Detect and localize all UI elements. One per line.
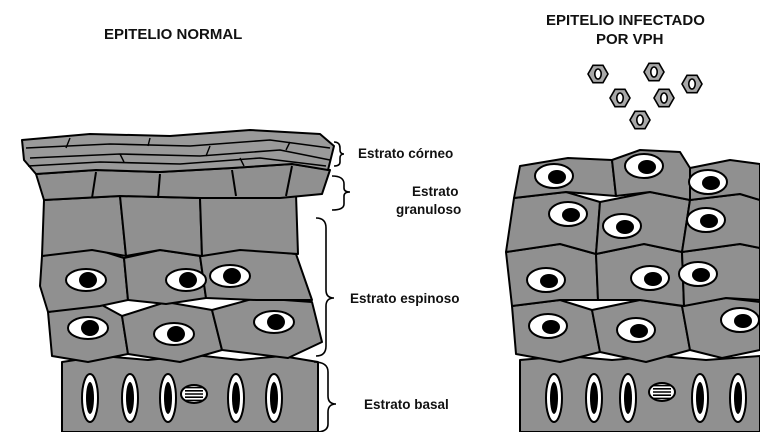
basal-nucleus [232,382,240,414]
basal-nucleus [696,382,704,414]
bracket-corneo [334,142,344,166]
nucleus [66,269,106,291]
virus-particles [588,63,702,128]
koilocyte [631,266,669,290]
basal-nucleus [270,382,278,414]
koilocyte [529,314,567,338]
nucleus-core [267,314,285,330]
basal-cell [692,374,708,422]
basal-cell [122,374,138,422]
koilocyte [535,164,573,188]
basal-cell [160,374,176,422]
nucleus [154,323,194,345]
hexagon-virus-icon [630,111,650,128]
title-normal: EPITELIO NORMAL [104,26,242,44]
basal-nucleus [164,382,172,414]
basal-cell [82,374,98,422]
koilocyte [679,262,717,286]
bracket-granuloso [332,176,350,210]
normal-granular-cell [200,194,298,256]
nucleus [210,265,250,287]
label-basal: Estrato basal [364,396,449,414]
koilocyte-nucleus [734,314,752,328]
koilocyte [721,308,759,332]
label-granuloso-line1: Estrato [412,183,459,201]
nucleus-core [179,272,197,288]
hexagon-virus-icon [588,65,608,82]
nucleus [254,311,294,333]
title-infected-line1: EPITELIO INFECTADO [546,12,705,30]
label-espinoso: Estrato espinoso [350,290,460,308]
koilocyte-nucleus [638,160,656,174]
virus-core [595,69,601,79]
koilocyte-nucleus [702,176,720,190]
koilocyte-nucleus [540,274,558,288]
basal-cell [620,374,636,422]
koilocyte [687,208,725,232]
basal-nucleus [734,382,742,414]
title-infected-line2: POR VPH [596,31,664,49]
basal-cell [546,374,562,422]
hexagon-virus-icon [644,63,664,80]
koilocyte-nucleus [542,320,560,334]
virus-core [617,93,623,103]
koilocyte [603,214,641,238]
koilocyte-nucleus [700,214,718,228]
basal-cell [266,374,282,422]
basal-nucleus [550,382,558,414]
koilocyte-nucleus [692,268,710,282]
koilocyte [617,318,655,342]
hexagon-virus-icon [682,75,702,92]
virus-core [637,115,643,125]
koilocyte-nucleus [548,170,566,184]
nucleus [68,317,108,339]
koilocyte [625,154,663,178]
koilocyte [549,202,587,226]
virus-core [661,93,667,103]
koilocyte-nucleus [644,272,662,286]
nucleus-core [81,320,99,336]
koilocyte [689,170,727,194]
hexagon-virus-icon [654,89,674,106]
basal-nucleus [86,382,94,414]
nucleus-core [167,326,185,342]
mitotic-figure-icon [649,383,675,401]
label-granuloso-line2: granuloso [396,201,461,219]
basal-cell [586,374,602,422]
infected-upper-cell [506,192,600,254]
koilocyte-nucleus [562,208,580,222]
normal-granular-cell [120,196,202,256]
basal-cell [730,374,746,422]
nucleus [166,269,206,291]
koilocyte [527,268,565,292]
virus-core [651,67,657,77]
hexagon-virus-icon [610,89,630,106]
nucleus-core [79,272,97,288]
label-corneo: Estrato córneo [358,145,453,163]
koilocyte-nucleus [630,324,648,338]
virus-core [689,79,695,89]
koilocyte-nucleus [616,220,634,234]
basal-nucleus [126,382,134,414]
basal-nucleus [590,382,598,414]
nucleus-core [223,268,241,284]
basal-cell [228,374,244,422]
normal-granular-cell [42,196,126,256]
mitotic-figure-icon [181,385,207,403]
basal-nucleus [624,382,632,414]
